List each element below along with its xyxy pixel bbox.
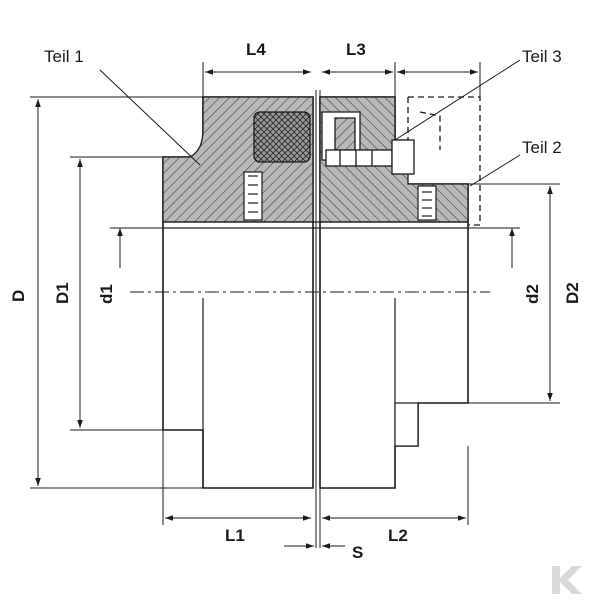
- label-D1: D1: [53, 282, 72, 304]
- label-L2: L2: [388, 526, 408, 545]
- gap-lines: [312, 90, 321, 548]
- label-teil-2: Teil 2: [522, 138, 562, 157]
- label-teil-1: Teil 1: [44, 47, 84, 66]
- cap-screw: [325, 139, 415, 175]
- dashed-phantom-outline: [407, 96, 481, 226]
- lower-hub-lines: [202, 298, 419, 488]
- label-d1: d1: [97, 284, 116, 304]
- label-S: S: [352, 543, 363, 562]
- label-d2: d2: [523, 284, 542, 304]
- kverneland-k-logo-icon: [552, 566, 582, 594]
- label-D: D: [9, 290, 28, 302]
- label-teil-3: Teil 3: [522, 47, 562, 66]
- set-screw-left: [243, 171, 263, 221]
- dimension-lines: [30, 59, 560, 549]
- label-L4: L4: [246, 40, 266, 59]
- set-screw-right: [417, 185, 437, 221]
- label-L3: L3: [346, 40, 366, 59]
- label-D2: D2: [563, 282, 582, 304]
- elastic-element: [253, 111, 361, 163]
- label-L1: L1: [225, 526, 245, 545]
